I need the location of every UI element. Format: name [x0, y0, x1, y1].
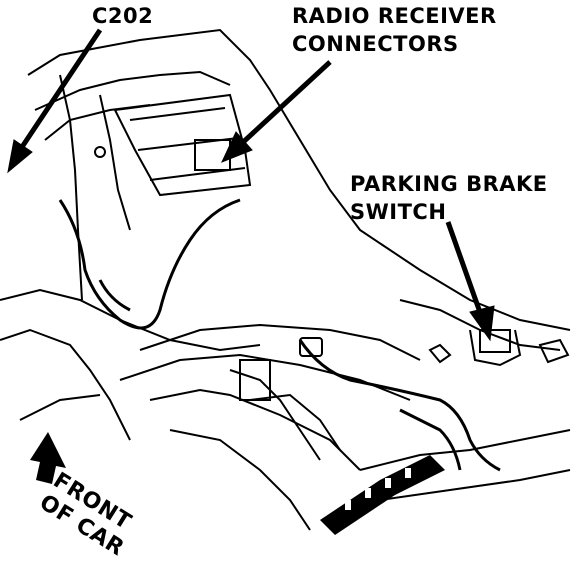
- radio-receiver-connectors-label: RADIO RECEIVER CONNECTORS: [292, 2, 497, 58]
- c202-label: C202: [92, 4, 154, 28]
- pointer-arrows: [7, 28, 495, 342]
- radio-label-line-1: RADIO RECEIVER: [292, 4, 497, 28]
- radio-label-line-2: CONNECTORS: [292, 32, 459, 56]
- wiring-diagram: [0, 28, 571, 535]
- front-of-car-arrow: [30, 432, 66, 484]
- brake-label-line-1: PARKING BRAKE: [350, 172, 548, 196]
- brake-label-line-2: SWITCH: [350, 200, 447, 224]
- parking-brake-switch-label: PARKING BRAKE SWITCH: [350, 170, 548, 226]
- connector-shapes: [94, 139, 511, 401]
- harness-tape-strip: [320, 455, 445, 535]
- wiring-harness: [58, 198, 501, 472]
